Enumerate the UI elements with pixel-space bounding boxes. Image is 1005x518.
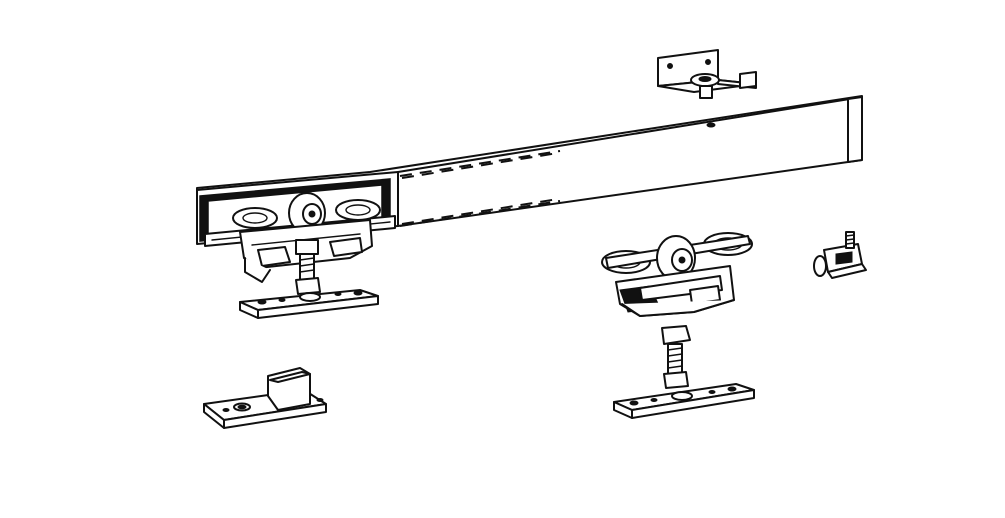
trolley-assembled [232,192,381,319]
door-guide [203,367,327,429]
bolt-nut [663,371,689,389]
track-break-top [399,150,561,177]
wheel-right [335,199,381,221]
track-end-face [847,96,863,163]
hanger-bolt [661,325,691,389]
trolley-lock-nut [295,277,321,295]
track-break-bottom [399,200,561,227]
trolley-nut [295,239,319,255]
track-bracket [657,49,757,99]
bolt-head [661,325,691,345]
hanger-plate [613,383,755,419]
clip-knob [813,255,827,277]
door-bracket [813,231,867,279]
trolley [601,232,753,317]
track-mount-hole [706,122,716,128]
bracket-screw [699,85,713,99]
wheel-left [232,207,278,229]
